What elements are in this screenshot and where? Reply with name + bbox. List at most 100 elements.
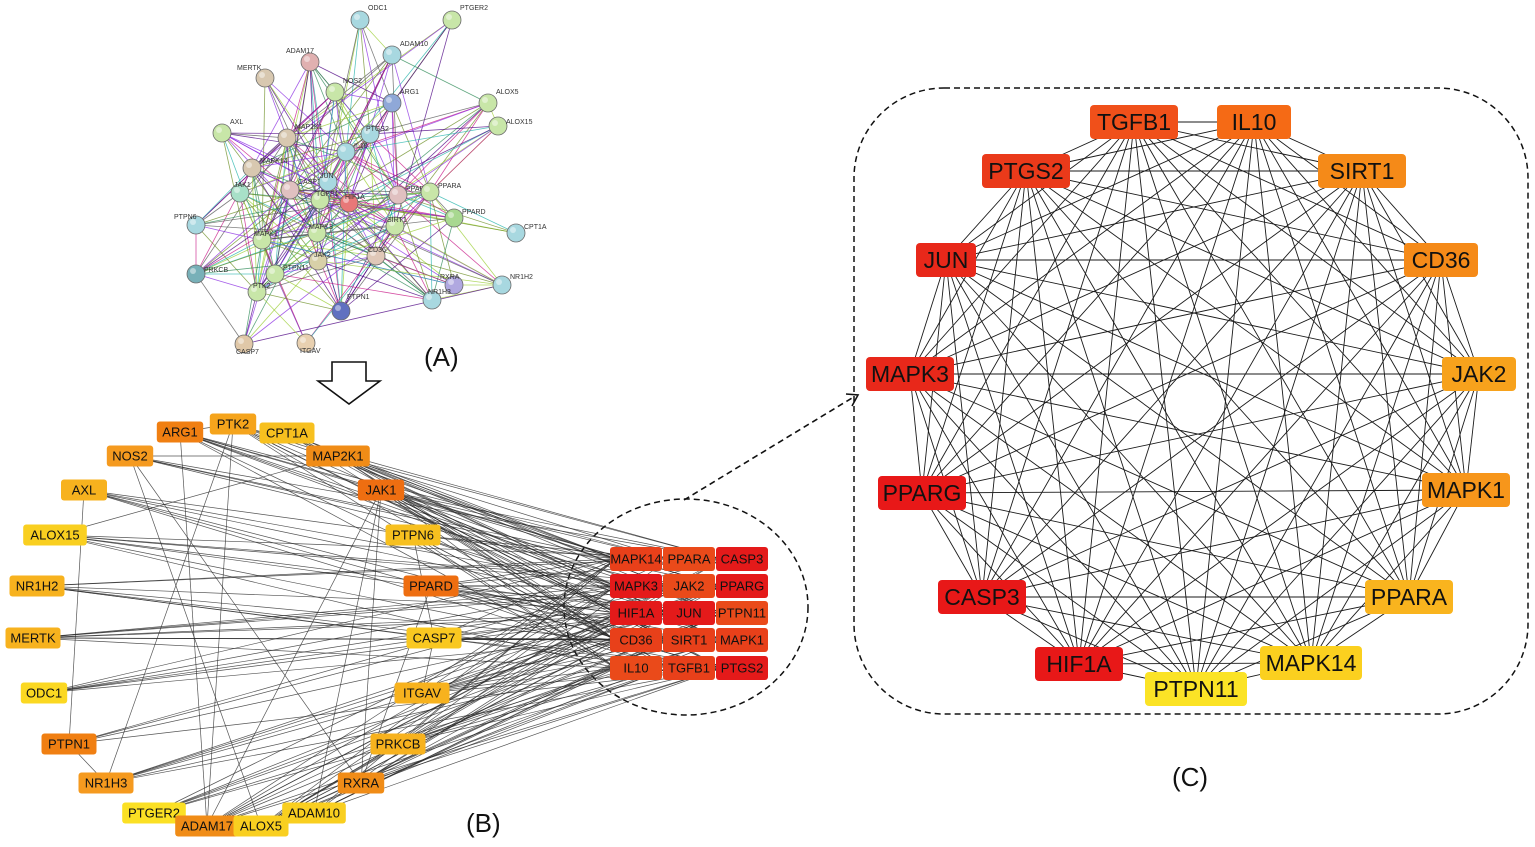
panel-b-node-casp7: CASP7 bbox=[406, 627, 462, 649]
panel-b-node-map2k1: MAP2K1 bbox=[306, 445, 370, 467]
panel-a-edge bbox=[340, 191, 431, 312]
panel-a-node-highlight bbox=[392, 189, 398, 195]
panel-a-node-circle bbox=[300, 52, 320, 72]
panel-b-edge bbox=[286, 432, 670, 641]
panel-b-node-label: RXRA bbox=[343, 776, 379, 791]
panel-a-edge bbox=[195, 167, 253, 226]
panel-c-edge bbox=[909, 259, 1442, 375]
panel-c-node-label: TGFB1 bbox=[1097, 109, 1171, 135]
panel-c-node-box bbox=[1442, 357, 1516, 391]
panel-c-node-ptpn11: PTPN11 bbox=[1145, 672, 1247, 706]
panel-c-edge bbox=[909, 373, 1467, 491]
panel-c-node-box bbox=[1404, 243, 1478, 277]
panel-a-node-circle bbox=[212, 123, 232, 143]
panel-a-node-highlight bbox=[492, 120, 498, 126]
panel-b-edge bbox=[337, 455, 617, 587]
panel-c-edge bbox=[921, 170, 1363, 494]
panel-b-node-label: PTPN1 bbox=[48, 737, 90, 752]
panel-c-dashed-frame bbox=[853, 87, 1529, 715]
panel-a-node-jak1: JAK1 bbox=[230, 182, 251, 203]
panel-a-edge bbox=[340, 255, 377, 312]
panel-a-node-circle bbox=[325, 82, 345, 102]
zoom-connector-arrow bbox=[683, 393, 860, 501]
panel-c-node-label: PPARG bbox=[883, 480, 962, 506]
panel-a-node-label: TGFB1 bbox=[316, 191, 339, 198]
panel-a-edge bbox=[316, 232, 433, 301]
panel-c-edge bbox=[1361, 170, 1410, 598]
panel-b-edge bbox=[412, 534, 670, 614]
panel-b-node-label: ADAM10 bbox=[288, 806, 340, 821]
panel-a-node-highlight bbox=[364, 128, 370, 134]
panel-a-node-itgav: ITGAV bbox=[296, 333, 321, 355]
panel-a-edge bbox=[317, 151, 347, 262]
panel-b-edge bbox=[412, 534, 617, 560]
panel-a-edge bbox=[317, 260, 503, 286]
panel-c-label: (C) bbox=[1172, 762, 1209, 792]
panel-a-edge bbox=[221, 132, 288, 139]
panel-c-edge bbox=[1133, 121, 1410, 598]
panel-a-node-circle bbox=[234, 334, 254, 354]
panel-a-node-ptpn1: PTPN1 bbox=[331, 294, 370, 321]
panel-a-node-nr1h2: NR1H2 bbox=[492, 274, 533, 295]
panel-c-edge bbox=[921, 492, 1312, 664]
panel-c-node-mapk1: MAPK1 bbox=[1422, 473, 1510, 507]
panel-c-edge bbox=[1025, 170, 1410, 598]
panel-a-edge bbox=[195, 151, 347, 275]
panel-b-node-box bbox=[282, 802, 346, 824]
panel-a-node-alox15: ALOX15 bbox=[488, 116, 533, 136]
panel-b-edge bbox=[83, 489, 414, 536]
panel-b-edge bbox=[129, 455, 723, 560]
panel-b-node-nr1h3: NR1H3 bbox=[78, 772, 134, 794]
panel-b-hub-box bbox=[663, 574, 715, 598]
panel-a-node-ptger2: PTGER2 bbox=[442, 5, 488, 30]
panel-c-edge bbox=[921, 492, 1197, 690]
panel-b-node-ptpn1: PTPN1 bbox=[41, 733, 97, 755]
panel-a-node-label: NR1H3 bbox=[428, 289, 451, 296]
panel-b-hub-box bbox=[610, 628, 662, 652]
panel-c-edge bbox=[981, 259, 1442, 598]
panel-a-edge bbox=[359, 19, 371, 135]
panel-a-node-nr1h3: NR1H3 bbox=[422, 289, 451, 310]
panel-a-node-highlight bbox=[190, 268, 196, 274]
panel-a-edge bbox=[317, 260, 433, 301]
panel-b-node-box bbox=[156, 421, 204, 443]
panel-a-edge bbox=[264, 77, 288, 139]
panel-b-hub-casp3: CASP3 bbox=[716, 547, 768, 571]
panel-a-edge bbox=[359, 19, 393, 104]
panel-c-node-box bbox=[1422, 473, 1510, 507]
panel-a-node-circle bbox=[247, 282, 267, 302]
panel-a-node-circle bbox=[388, 185, 408, 205]
panel-a-node-cpt1a: CPT1A bbox=[506, 223, 547, 243]
panel-c-node-label: JAK2 bbox=[1452, 361, 1507, 387]
panel-b-edge bbox=[36, 585, 435, 639]
panel-b-hub-box bbox=[716, 547, 768, 571]
panel-a-node-ppard: PPARD bbox=[444, 208, 486, 228]
panel-a-edge bbox=[256, 255, 377, 293]
panel-b-edge bbox=[68, 667, 723, 745]
panel-a-node-highlight bbox=[190, 219, 196, 225]
panel-a-node-label: CASP3 bbox=[298, 179, 321, 186]
panel-a-node-alox5: ALOX5 bbox=[478, 89, 519, 113]
panel-a-edge bbox=[251, 167, 342, 312]
panel-b-node-box bbox=[306, 445, 370, 467]
panel-b-hub-il10: IL10 bbox=[610, 656, 662, 680]
panel-b-node-alox15: ALOX15 bbox=[23, 524, 87, 546]
panel-c-edge bbox=[1025, 170, 1480, 375]
panel-a-edge bbox=[375, 255, 455, 286]
panel-c-edge bbox=[1408, 259, 1442, 598]
panel-b-edge bbox=[179, 431, 617, 587]
panel-a-node-circle bbox=[366, 246, 386, 266]
panel-c-node-box bbox=[1365, 580, 1453, 614]
panel-a-node-circle bbox=[280, 180, 300, 200]
panel-b-edge bbox=[36, 585, 723, 669]
panel-b-node-ptger2: PTGER2 bbox=[122, 802, 186, 824]
panel-b-node-label: JAK1 bbox=[365, 483, 396, 498]
panel-b-edge bbox=[54, 534, 617, 614]
panel-b-node-alox5: ALOX5 bbox=[233, 815, 289, 837]
panel-b-node-label: ITGAV bbox=[403, 686, 441, 701]
panel-a-edge bbox=[221, 132, 329, 183]
panel-b-edge bbox=[32, 585, 670, 639]
panel-b-hub-pparg: PPARG bbox=[716, 574, 768, 598]
panel-a-edge bbox=[345, 151, 396, 227]
panel-a-edge bbox=[274, 273, 342, 312]
